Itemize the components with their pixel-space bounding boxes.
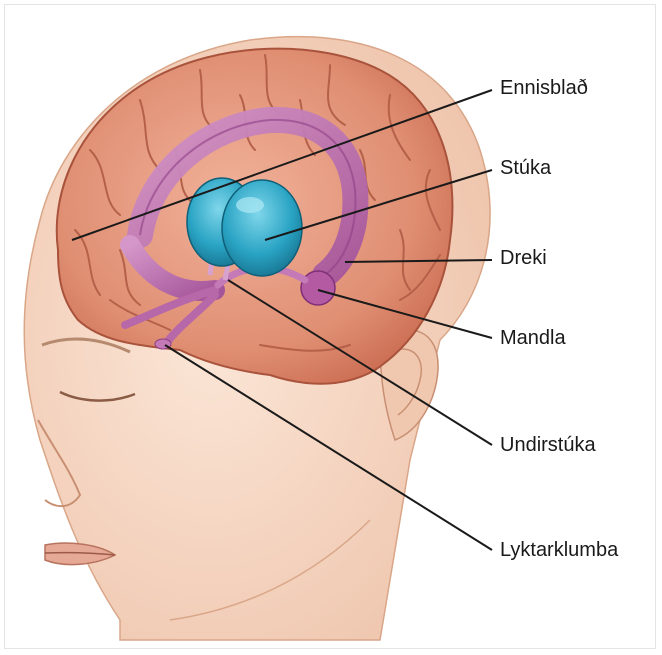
label-hypothalamus: Undirstúka bbox=[500, 433, 596, 457]
label-frontal-lobe: Ennisblað bbox=[500, 76, 588, 100]
label-amygdala: Mandla bbox=[500, 326, 566, 350]
label-olfactory-bulb: Lyktarklumba bbox=[500, 538, 618, 562]
label-thalamus: Stúka bbox=[500, 156, 551, 180]
amygdala-shape bbox=[301, 271, 335, 305]
label-hippocampus: Dreki bbox=[500, 246, 547, 270]
